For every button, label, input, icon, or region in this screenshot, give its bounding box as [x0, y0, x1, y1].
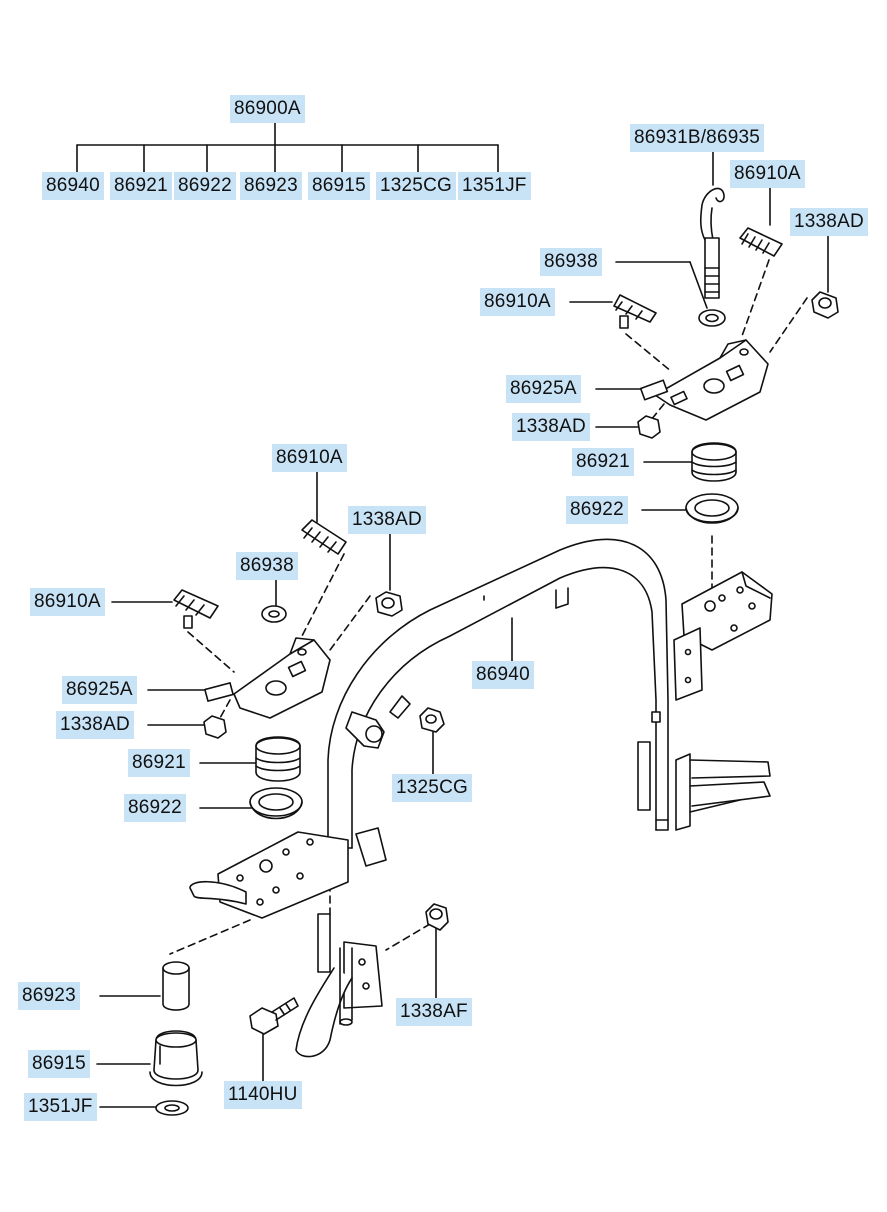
callout-washer-mid[interactable]: 86938	[236, 552, 298, 580]
callout-cup-mid[interactable]: 86922	[124, 794, 186, 822]
component-label-86915[interactable]: 86915	[308, 172, 370, 200]
component-label-86922[interactable]: 86922	[174, 172, 236, 200]
rubber-top	[691, 442, 737, 482]
callout-nut-mid-right[interactable]: 1338AD	[348, 506, 426, 534]
bracket-right	[637, 571, 773, 831]
callout-bushing[interactable]: 86923	[18, 982, 80, 1010]
component-label-86940[interactable]: 86940	[42, 172, 104, 200]
hook-bolt	[699, 187, 725, 299]
cup-top	[685, 493, 739, 524]
callout-rubber-top[interactable]: 86921	[572, 448, 634, 476]
assembly-label[interactable]: 86900A	[230, 95, 305, 123]
nut-top-right	[811, 291, 839, 319]
plate-top	[639, 379, 669, 401]
callout-cup-top[interactable]: 86922	[566, 496, 628, 524]
rubber-mid	[255, 736, 301, 782]
washer-top	[698, 309, 726, 327]
callout-plate-mid[interactable]: 86925A	[62, 676, 137, 704]
nut-top-mid	[637, 415, 661, 439]
callout-clip-top-right[interactable]: 86910A	[730, 160, 805, 188]
washer-1351jf-hole	[164, 1104, 180, 1112]
bushing-86923	[162, 961, 190, 1011]
clip-left	[173, 589, 219, 629]
component-label-1351jf[interactable]: 1351JF	[458, 172, 531, 200]
bolt-1140hu	[249, 997, 299, 1035]
washer-1351jf	[155, 1100, 189, 1116]
callout-washer-1351jf[interactable]: 1351JF	[24, 1093, 97, 1121]
component-label-86923[interactable]: 86923	[240, 172, 302, 200]
callout-frame-tube[interactable]: 86940	[472, 661, 534, 689]
component-label-86921[interactable]: 86921	[110, 172, 172, 200]
clip-mid	[301, 519, 347, 555]
bracket-bottom-left	[189, 827, 387, 919]
callout-bolt-1140hu[interactable]: 1140HU	[224, 1081, 302, 1109]
cup-mid	[249, 787, 303, 820]
callout-nut-top-mid[interactable]: 1338AD	[512, 413, 590, 441]
callout-rubber-mid[interactable]: 86921	[128, 749, 190, 777]
tube-bracket	[345, 695, 411, 749]
plate-mid	[204, 682, 234, 702]
nut-1325cg	[419, 707, 445, 733]
callout-washer-top[interactable]: 86938	[540, 248, 602, 276]
frame-tube	[327, 538, 669, 849]
callout-clip-top-mid[interactable]: 86910A	[480, 288, 555, 316]
bracket-lower-tube	[295, 913, 383, 1058]
callout-nut-mid-left[interactable]: 1338AD	[56, 711, 134, 739]
callout-nut-1338af[interactable]: 1338AF	[396, 998, 472, 1026]
callout-plate-top[interactable]: 86925A	[506, 375, 581, 403]
callout-nut-top-right[interactable]: 1338AD	[790, 208, 868, 236]
clip-top-mid	[613, 294, 657, 329]
bracket-top	[654, 339, 769, 421]
washer-top-hole	[705, 313, 719, 323]
nut-1338af	[425, 903, 449, 931]
leader-lines	[96, 149, 829, 1108]
header-tree-lines	[76, 120, 499, 174]
right-pin	[651, 711, 661, 723]
callout-hook-bolt[interactable]: 86931B/86935	[630, 124, 765, 152]
mount-86915	[149, 1030, 203, 1087]
washer-mid	[261, 605, 287, 623]
callout-mount[interactable]: 86915	[28, 1050, 90, 1078]
callout-clip-mid[interactable]: 86910A	[272, 444, 347, 472]
callout-clip-left[interactable]: 86910A	[30, 588, 105, 616]
callout-nut-1325cg[interactable]: 1325CG	[392, 774, 472, 802]
component-label-1325cg[interactable]: 1325CG	[376, 172, 456, 200]
clip-top-right	[739, 227, 783, 257]
nut-mid-right	[375, 591, 403, 617]
bracket-mid	[233, 637, 331, 719]
nut-mid-left	[203, 715, 227, 739]
